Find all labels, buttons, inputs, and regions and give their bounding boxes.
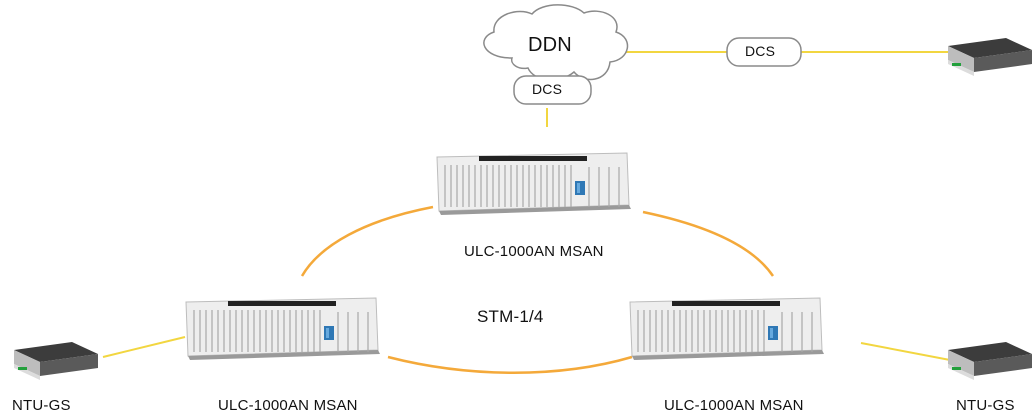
- msan-top-device: [436, 152, 632, 216]
- link-dcs-label: DCS: [745, 43, 776, 59]
- ring-arc-left: [300, 205, 434, 277]
- ntu-right-label: NTU-GS: [956, 397, 1015, 414]
- msan-left-label: ULC-1000AN MSAN: [218, 397, 358, 414]
- ring-arc-bottom: [387, 355, 633, 374]
- msan-right-device: [629, 297, 825, 361]
- cloud-dcs-box: [513, 75, 592, 105]
- ddn-label: DDN: [528, 34, 572, 56]
- link-msan-ntu-right: [860, 342, 951, 361]
- link-dcs-box: [726, 37, 802, 67]
- ntu-right-bottom-device: [948, 342, 1032, 380]
- msan-right-label: ULC-1000AN MSAN: [664, 397, 804, 414]
- link-ntu-left-msan: [102, 336, 186, 358]
- ntu-left-device: [14, 342, 98, 380]
- msan-left-device: [185, 297, 381, 361]
- ntu-right-device: [948, 38, 1032, 76]
- ring-label: STM-1/4: [477, 307, 544, 326]
- ring-arc-right: [642, 210, 775, 277]
- msan-top-label: ULC-1000AN MSAN: [464, 243, 604, 260]
- ntu-left-label: NTU-GS: [12, 397, 71, 414]
- cloud-dcs-label: DCS: [532, 81, 563, 97]
